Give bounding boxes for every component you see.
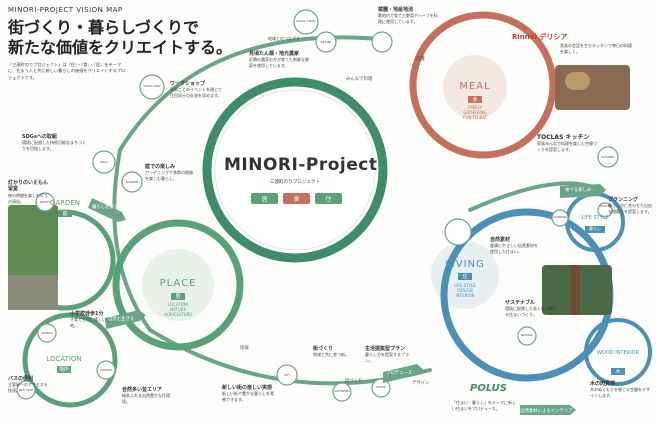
tag-quality: QUALITY: [597, 205, 613, 208]
place-arrow-1: 暮らしを楽しむ: [92, 204, 123, 210]
map-label: MINORI-PROJECT VISION MAP: [8, 6, 123, 14]
place-item-2-text: 環境に配慮した持続可能なまちづくりを目指します。: [22, 140, 87, 151]
meal-item-4-text: 家族みんなで料理を楽しむ空間づくりを提案します。: [537, 141, 597, 152]
meal-sub-3: FUN TO EAT: [445, 115, 505, 120]
place-arrow-3: 自然と生きる: [108, 316, 134, 322]
meal-item-2-text: 敷地内で育てた野菜やハーブを料理に使用しています。: [378, 13, 438, 24]
headline: 街づくり・暮らしづくりで 新たな価値をクリエイトする。: [8, 18, 232, 58]
meal-item-2-title: 菜園・地産地消: [378, 6, 413, 13]
place-item-8-text: 緑あふれる自然豊かな住環境。: [122, 393, 170, 404]
location-kanji: 場所: [57, 366, 71, 373]
tag-sdgs: SDGs: [94, 160, 114, 164]
meal-kanji: 食: [468, 96, 482, 103]
meal-arrow-2: 食べる楽しみ: [565, 187, 591, 193]
place-arrow-2: 地域: [240, 345, 249, 351]
living-arrow-2: プロデュース: [386, 370, 412, 376]
place-item-8-title: 自然多い並エリア: [122, 386, 162, 393]
toclas-logo: TOCLAS キッチン: [537, 132, 589, 141]
tag-planning: PLANNING: [550, 216, 570, 219]
place-item-1-title: ワークショップ: [170, 80, 205, 87]
tag-school: SCHOOL: [38, 331, 56, 335]
tag-safety: SAFETY: [36, 200, 54, 204]
tag-farm-to: 地域とのつながり: [268, 36, 300, 42]
meal-item-3-text: 家族の会話を生むキッチンで毎日の料理を楽しく。: [560, 43, 632, 54]
living-item-1-text: 暮らし方に合わせた自由な間取りを提案します。: [608, 203, 653, 214]
meal-item-1-text: 近隣の農家の方が育てた新鮮な野菜を使用しています。: [249, 57, 311, 68]
lifestyle-title: LIFE STYLE: [577, 215, 613, 221]
center-subtitle: 三連町のりプロジェクト: [224, 179, 366, 185]
tag-gathering: GATHERING: [331, 390, 353, 393]
headline-line-2: 新たな価値をクリエイトする。: [8, 38, 232, 58]
tag-house: HOUSE: [371, 386, 391, 389]
place-sub-3: AGRICULTURE: [148, 312, 208, 317]
place-item-6-title: 新しい街の楽しい実感: [222, 384, 272, 391]
living-arrow-1: デザイン: [412, 380, 430, 386]
headline-line-1: 街づくり・暮らしづくりで: [8, 18, 232, 38]
place-item-3-title: 庭での楽しみ: [145, 163, 175, 170]
living-arrow-3: 自然素材によるインテリア: [520, 408, 573, 414]
meal-arrow-1: 収穫: [416, 56, 425, 62]
pill-1: 居: [251, 194, 278, 203]
place-item-10-title: 生活提案型プラン: [365, 345, 405, 352]
tag-workshop: WORK SHOP: [140, 84, 164, 88]
living-sub-3: INTERIOR: [435, 293, 495, 298]
arrow-garden: [88, 198, 126, 222]
polus-text: 「住まい・暮らし」をテーマに新しい住まいをプロデュース。: [452, 400, 516, 411]
tag-kitchen: KITCHEN: [598, 155, 618, 159]
farm-icon: [372, 32, 392, 52]
tag-nature: NATURE: [97, 368, 115, 372]
living-title: LIVING: [435, 259, 495, 270]
place-title: PLACE: [148, 278, 208, 289]
meal-arrow-3: みんなで料理: [346, 76, 372, 82]
place-arrow-4: 街づくり: [345, 378, 363, 384]
place-item-6-text: 新しい街で豊かな暮らしを実感できます。: [222, 391, 276, 402]
tag-recipe: RECIPE: [316, 40, 336, 44]
living-item-3-text: 環境に配慮した長く住み継げる住まいづくり。: [505, 306, 560, 317]
meal-item-1-title: 見頃たん畑・地元農家: [249, 50, 299, 57]
polus-logo: POLUS: [470, 383, 507, 394]
place-item-9-title: 街づくり: [313, 345, 333, 352]
place-kanji: 居: [171, 293, 185, 300]
place-item-5-title: 小学校徒歩1分: [70, 310, 103, 317]
living-item-1-title: プランニング: [608, 196, 638, 203]
place-item-3-text: ガーデニングで季節の植物を楽しむ暮らし。: [145, 170, 195, 181]
lifestyle-kanji: 暮らし: [585, 226, 605, 232]
meal-photo-overlay: [565, 72, 590, 90]
place-item-10-text: 暮らし方を提案するプラン。: [365, 352, 413, 363]
garden-photo-bed: [8, 275, 58, 310]
wood-kanji: 木: [611, 368, 625, 375]
place-item-7-title: バスの便利: [8, 375, 33, 382]
place-item-9-text: 地域と共に育つ街。: [313, 352, 357, 358]
tag-bus: BUS STOP: [16, 388, 36, 392]
pill-2: 食: [283, 194, 310, 203]
meal-title: MEAL: [445, 81, 505, 92]
living-kanji: 住: [458, 273, 472, 280]
place-item-4-title: 灯かりのいえもん留室: [8, 180, 48, 192]
living-item-3-title: サステナブル: [505, 299, 535, 306]
pill-3: 住: [315, 194, 342, 203]
location-title: LOCATION: [36, 355, 92, 363]
tag-natural: NATURAL: [517, 334, 537, 337]
tag-garden: GARDEN: [122, 180, 142, 184]
living-item-4-text: 木のぬくもりを感じる空間をデザインします。: [590, 387, 650, 398]
intro-text: 「三連町のりプロジェクト」は『住』・『食』・『居』をテーマに、住まう人と共に新し…: [8, 62, 126, 81]
place-item-2-title: SDGsへの取組: [22, 133, 57, 140]
wood-title: WOOD INTERIOR: [592, 350, 644, 356]
living-item-2-text: 健康にやさしい自然素材を使用した住まい。: [490, 243, 538, 254]
rinnai-logo: Rinnai デリシア: [512, 32, 567, 42]
meal-photo: [555, 65, 630, 110]
living-photo-tree: [570, 265, 580, 315]
desk-icon: [445, 219, 471, 245]
tag-local-food: LOCAL FOOD: [294, 19, 318, 23]
living-item-2-title: 自然素材: [490, 236, 510, 243]
center-title: MINORI-Project: [224, 155, 366, 175]
garden-kanji: 庭: [58, 210, 72, 217]
tag-city: CITY: [277, 373, 297, 377]
living-item-4-title: 木の肉質感: [590, 380, 615, 387]
place-item-1-text: 季節ごとのイベントを通じて住民同士の交流を深めます。: [170, 87, 225, 98]
